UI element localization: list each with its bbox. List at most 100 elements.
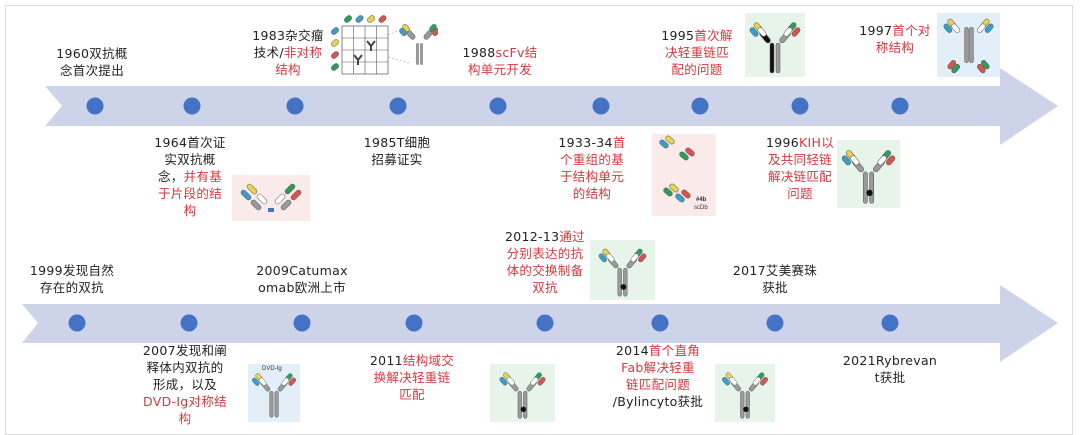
milestone-line: 1933-34首 [558, 134, 625, 151]
bottom-timeline-dot [651, 314, 669, 332]
milestone-line: 个重组的基 [558, 151, 625, 168]
milestone-e1996: 1996KIH以及共同轻链解决链匹配问题 [766, 134, 834, 202]
highlight-text: 于结构单元 [559, 169, 625, 184]
milestone-e1997: 1997首个对称结构 [859, 22, 930, 56]
top-timeline-dot [891, 97, 909, 115]
milestone-text: 1985T细胞 [363, 135, 431, 150]
scdb-label: scDb [694, 205, 708, 211]
milestone-line: 2009Catumax [256, 262, 348, 279]
milestone-line: 的结构 [558, 185, 625, 202]
milestone-line: 存在的双抗 [30, 279, 114, 296]
milestone-line: 1964首次证 [154, 134, 225, 151]
milestone-line: 招募证实 [364, 151, 431, 168]
milestone-text: 1997 [859, 23, 893, 38]
milestone-line: 结构 [252, 61, 323, 78]
highlight-text: 体的交换制备 [506, 263, 584, 278]
bottom-timeline-dot [536, 314, 554, 332]
highlight-text: scFv结 [495, 45, 538, 60]
milestone-line: 1995首次解 [661, 27, 732, 44]
milestone-line: 体的交换制备 [505, 262, 585, 279]
highlight-text: 并有基 [183, 169, 223, 184]
highlight-text: 结构 [275, 62, 301, 77]
milestone-text: 释体内双抗的 [146, 360, 224, 375]
milestone-line: Fab解决轻重 [613, 359, 703, 376]
fragment-bispecific-figure [232, 175, 310, 221]
highlight-text: 及共同轻链 [767, 152, 832, 167]
milestone-line: /Bylincyto获批 [613, 393, 703, 410]
milestone-text: 1983杂交瘤 [252, 28, 324, 43]
antibody-2012-figure [590, 240, 655, 300]
bottom-timeline-dot [180, 314, 198, 332]
bottom-timeline-dot [766, 314, 784, 332]
dvd-ig-label: DVD-Ig [262, 366, 282, 372]
milestone-e1988: 1988scFv结构单元开发 [463, 44, 538, 78]
highlight-text: 首个直角 [648, 343, 701, 358]
highlight-text: 结构域交 [402, 353, 455, 368]
milestone-line: 配的问题 [661, 61, 732, 78]
top-timeline-dot [489, 97, 507, 115]
milestone-e2011: 2011结构域交换解决轻重链匹配 [370, 352, 454, 403]
milestone-line: 2017艾美赛珠 [733, 262, 817, 279]
milestone-line: 实双抗概 [154, 151, 225, 168]
milestone-text: 1960双抗概 [56, 46, 128, 61]
scdb-number-label: #4b [696, 197, 707, 203]
top-timeline-dot [86, 97, 104, 115]
milestone-line: 链匹配问题 [613, 376, 703, 393]
milestone-e1933: 1933-34首个重组的基于结构单元的结构 [558, 134, 625, 202]
milestone-line: 释体内双抗的 [143, 359, 227, 376]
milestone-line: 念首次提出 [56, 62, 127, 79]
milestone-line: 念，并有基 [154, 168, 225, 185]
highlight-text: 问题 [787, 186, 813, 201]
antibody-1995-figure [745, 13, 805, 77]
timeline-arrows [22, 68, 1058, 362]
milestone-text: 2014 [615, 343, 649, 358]
highlight-text: 链匹配问题 [625, 377, 691, 392]
highlight-text: 构 [183, 203, 197, 218]
highlight-text: 配的问题 [671, 62, 723, 77]
milestone-line: 1983杂交瘤 [252, 27, 323, 44]
milestone-text: 1995 [661, 28, 695, 43]
milestone-text: 2012-13 [505, 229, 560, 244]
milestone-e1985: 1985T细胞招募证实 [364, 134, 431, 168]
bottom-timeline-dot [405, 314, 423, 332]
highlight-text: 的结构 [572, 186, 612, 201]
milestone-text: /Bylincyto获批 [612, 394, 704, 409]
highlight-text: DVD-Ig [143, 394, 189, 409]
highlight-text: 首次解 [694, 28, 733, 43]
milestone-line: 于片段的结 [154, 185, 225, 202]
bottom-timeline-dot [293, 314, 311, 332]
milestone-line: 2014首个直角 [613, 342, 703, 359]
milestone-line: 问题 [766, 185, 834, 202]
milestone-line: t获批 [843, 369, 937, 386]
milestone-line: 获批 [733, 279, 817, 296]
milestone-text: 1996 [766, 135, 800, 150]
milestone-line: 称结构 [859, 39, 930, 56]
highlight-text: 称结构 [875, 40, 915, 55]
top-timeline-dot [389, 97, 407, 115]
highlight-text: 分别表达的抗 [506, 246, 584, 261]
milestone-line: 1985T细胞 [364, 134, 431, 151]
milestone-line: 换解决轻重链 [370, 369, 454, 386]
milestone-line: 1988scFv结 [463, 44, 538, 61]
milestone-e1964: 1964首次证实双抗概念，并有基于片段的结构 [154, 134, 225, 219]
milestone-line: 及共同轻链 [766, 151, 834, 168]
highlight-text: 双抗 [532, 280, 558, 295]
milestone-line: 分别表达的抗 [505, 245, 585, 262]
bottom-timeline-dot [881, 314, 899, 332]
milestone-line: 构 [154, 202, 225, 219]
milestone-line: 匹配 [370, 386, 454, 403]
kih-antibody-figure [837, 140, 900, 208]
milestone-line: 1997首个对 [859, 22, 930, 39]
milestone-text: 2009Catumax [256, 263, 348, 278]
highlight-text: 首 [612, 135, 626, 150]
top-timeline-dot [691, 97, 709, 115]
milestone-text: 获批 [762, 280, 788, 295]
milestone-line: DVD-Ig对称结 [143, 393, 227, 410]
milestone-e1960: 1960双抗概念首次提出 [56, 45, 127, 79]
milestone-e2012: 2012-13通过分别表达的抗体的交换制备双抗 [505, 228, 585, 296]
milestone-text: 1988 [462, 45, 496, 60]
milestone-text: 2021Rybrevan [842, 353, 938, 368]
top-timeline-dot [286, 97, 304, 115]
highlight-text: 构 [178, 411, 192, 426]
